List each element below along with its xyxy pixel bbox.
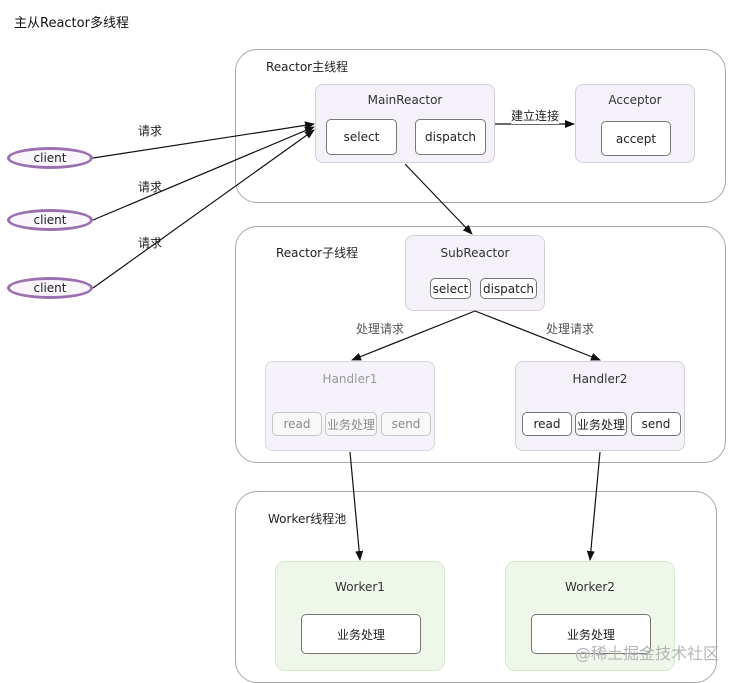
worker2-business-button[interactable]: 业务处理 [531,614,651,654]
client2-to-main-reactor-arrow [92,126,315,221]
handler2-read-button[interactable]: read [522,412,572,436]
sub-reactor-node: SubReactor select dispatch [405,235,545,311]
accept-button[interactable]: accept [601,121,671,156]
sub-reactor-to-handler2-arrow [474,310,601,361]
handler2-to-worker2-arrow [586,451,601,561]
worker2-node: Worker2 业务处理 [505,561,675,671]
client3-to-main-reactor-arrow [92,129,315,289]
reactor-main-thread-label: Reactor主线程 [266,60,349,74]
process-request-label-1: 处理请求 [356,322,405,336]
worker-pool-label: Worker线程池 [268,512,347,526]
handler1-read-button[interactable]: read [272,412,322,436]
connect-label: 建立连接 [511,107,560,124]
handler1-node: Handler1 read 业务处理 send [265,361,435,451]
watermark-text: @稀土掘金技术社区 [574,644,719,663]
main-reactor-dispatch-button[interactable]: dispatch [415,119,486,155]
worker1-title: Worker1 [335,580,385,594]
handler2-business-button[interactable]: 业务处理 [575,412,627,436]
request-label-1: 请求 [138,124,163,138]
handler2-send-button[interactable]: send [631,412,681,436]
handler1-title: Handler1 [322,372,378,386]
handler2-node: Handler2 read 业务处理 send [515,361,685,451]
acceptor-node: Acceptor accept [575,84,695,163]
main-reactor-to-sub-reactor-arrow [404,163,473,235]
sub-reactor-dispatch-button[interactable]: dispatch [480,278,537,299]
request-label-3: 请求 [138,236,163,250]
diagram-title: 主从Reactor多线程 [14,16,129,31]
handler1-to-worker1-arrow [349,451,364,561]
client-node-3[interactable]: client [7,277,93,299]
worker2-title: Worker2 [565,580,615,594]
client1-to-main-reactor-arrow [92,121,315,159]
reactor-sub-thread-label: Reactor子线程 [276,246,359,260]
acceptor-title: Acceptor [608,93,662,107]
handler1-send-button[interactable]: send [381,412,431,436]
main-reactor-select-button[interactable]: select [326,119,397,155]
sub-reactor-title: SubReactor [440,246,510,260]
request-label-2: 请求 [138,180,163,194]
handler1-business-button[interactable]: 业务处理 [325,412,377,436]
worker1-business-button[interactable]: 业务处理 [301,614,421,654]
main-reactor-node: MainReactor select dispatch [315,84,495,163]
sub-reactor-to-handler1-arrow [351,310,476,361]
main-reactor-title: MainReactor [367,93,443,107]
client-node-1[interactable]: client [7,147,93,169]
sub-reactor-select-button[interactable]: select [430,278,471,299]
handler2-title: Handler2 [572,372,628,386]
worker1-node: Worker1 业务处理 [275,561,445,671]
process-request-label-2: 处理请求 [546,322,595,336]
client-node-2[interactable]: client [7,209,93,231]
